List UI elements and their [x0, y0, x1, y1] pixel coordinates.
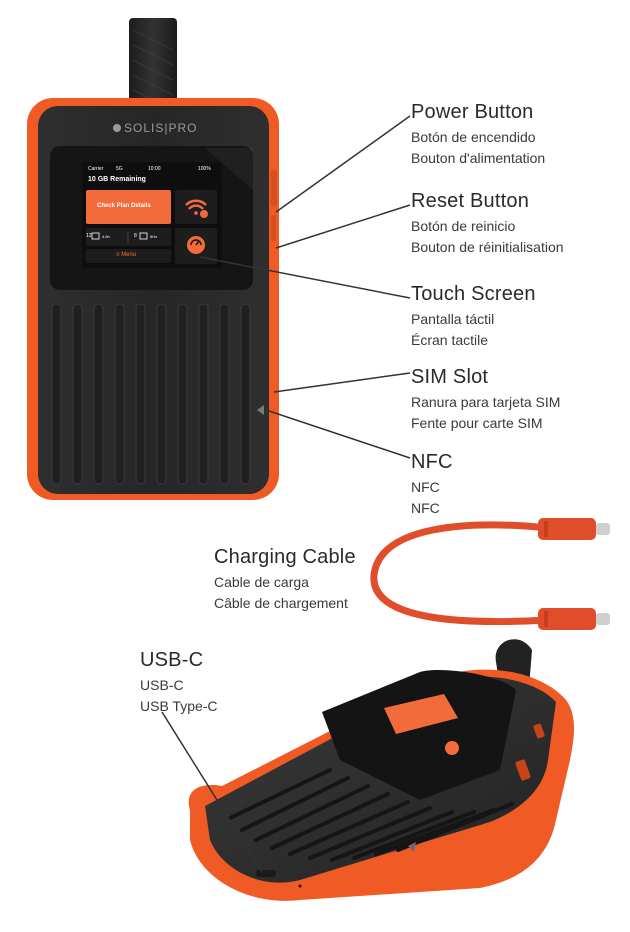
grip-ridges	[51, 303, 251, 485]
screen-check-plan-label[interactable]: Check Plan Details	[97, 203, 151, 209]
callout-title: SIM Slot	[411, 366, 489, 388]
angled-screen	[322, 670, 516, 800]
usb-c-connector-top	[538, 518, 596, 540]
callout-title: Reset Button	[411, 190, 530, 212]
callout-line-fr: Écran tactile	[411, 332, 489, 348]
angled-device	[188, 639, 574, 901]
usb-c-port	[256, 870, 276, 877]
charging-cable	[370, 518, 610, 630]
devices-icon	[91, 232, 100, 240]
callout-line-fr: Bouton de réinitialisation	[411, 239, 564, 255]
callout-line-fr: USB Type-C	[140, 698, 218, 714]
wifi-tile	[175, 190, 217, 224]
callout-touch-screen: Touch Screen Pantalla táctil Écran tacti…	[411, 282, 536, 351]
callout-title: NFC	[411, 451, 453, 473]
nfc-marker-icon	[257, 405, 264, 415]
callout-line-es: Botón de encendido	[411, 129, 536, 145]
check-plan-button	[86, 190, 171, 224]
callout-power-button: Power Button Botón de encendido Bouton d…	[411, 100, 545, 169]
callout-title: Power Button	[411, 101, 534, 123]
angled-speed-gauge-icon	[445, 741, 459, 755]
menu-icon: ≡	[116, 252, 120, 258]
screen-stat-right-unit: 5Hz	[150, 234, 158, 239]
screen-stat-left: 12	[86, 233, 92, 239]
menu-bar	[86, 249, 171, 263]
callout-line-es: Cable de carga	[214, 574, 309, 590]
callout-line-es: Pantalla táctil	[411, 311, 495, 327]
reset-button	[271, 215, 276, 241]
leader-lines	[199, 115, 411, 459]
angled-nfc-marker-icon	[408, 842, 416, 852]
screen-stat-right: 8	[134, 233, 137, 239]
angled-grip-ridges	[228, 768, 514, 862]
data-icon	[139, 232, 148, 240]
usb-c-leader-line	[161, 711, 263, 873]
callout-line-fr: Bouton d'alimentation	[411, 150, 546, 166]
screen-battery: 100%	[198, 166, 211, 172]
callout-title: USB-C	[140, 649, 204, 671]
screen-carrier: Carrier	[88, 166, 104, 172]
wifi-icon	[185, 199, 208, 218]
usb-c-connector-bottom	[538, 608, 596, 630]
screen-remaining: 10 GB Remaining	[88, 176, 146, 183]
callout-nfc: NFC NFC NFC	[411, 450, 453, 519]
logo-mark-icon	[113, 124, 121, 132]
callout-title: Touch Screen	[411, 283, 536, 305]
power-button	[271, 170, 277, 206]
brand-logo: SOLIS|PRO	[124, 121, 198, 135]
callout-line-es: Ranura para tarjeta SIM	[411, 394, 561, 410]
screen-menu-label[interactable]: Menu	[121, 252, 137, 258]
callout-line-es: USB-C	[140, 677, 184, 693]
screen-stat-left-unit: 4.6h	[102, 234, 110, 239]
callout-line-fr: NFC	[411, 500, 440, 516]
callout-sim-slot: SIM Slot Ranura para tarjeta SIM Fente p…	[411, 365, 560, 434]
callout-title: Charging Cable	[214, 546, 356, 568]
screen-network: 5G	[116, 166, 123, 172]
callout-line-fr: Câble de chargement	[214, 595, 348, 611]
callout-line-es: Botón de reinicio	[411, 218, 516, 234]
callout-reset-button: Reset Button Botón de reinicio Bouton de…	[411, 189, 564, 258]
callout-charging-cable: Charging Cable Cable de carga Câble de c…	[214, 545, 356, 614]
callout-usb-c: USB-C USB-C USB Type-C	[140, 648, 218, 717]
front-device	[27, 18, 279, 500]
callout-line-es: NFC	[411, 479, 440, 495]
angled-check-plan-button	[384, 694, 458, 734]
callout-line-fr: Fente pour carte SIM	[411, 415, 543, 431]
screen-time: 10:00	[148, 166, 161, 172]
lanyard-strap	[129, 18, 177, 112]
